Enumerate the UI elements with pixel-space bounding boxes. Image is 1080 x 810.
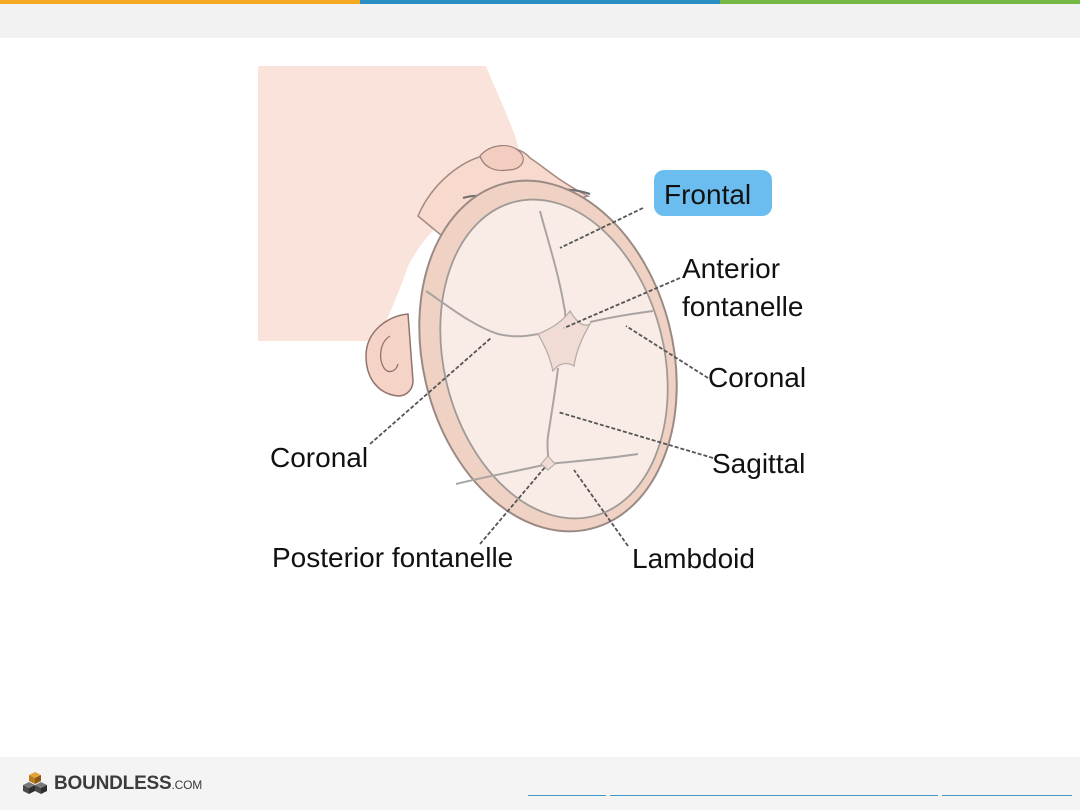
label-sagittal: Sagittal xyxy=(712,448,805,479)
accent-stripe-blue xyxy=(360,0,720,4)
leader-posterior-fontanelle xyxy=(479,465,547,545)
lambdoid-suture-right xyxy=(547,453,639,465)
leader-lambdoid xyxy=(573,469,629,547)
diagram-svg: Frontal Anterior fontanelle Coronal Coro… xyxy=(258,66,806,574)
label-coronal-right: Coronal xyxy=(708,362,806,393)
footer-divider-1 xyxy=(528,795,606,796)
footer: BOUNDLESS.COM xyxy=(0,757,1080,810)
nose xyxy=(479,145,524,172)
brand-name: BOUNDLESS.COM xyxy=(54,773,203,794)
accent-stripe-green xyxy=(720,0,1080,4)
label-posterior-fontanelle: Posterior fontanelle xyxy=(272,542,513,573)
posterior-fontanelle xyxy=(540,455,556,471)
skin-background xyxy=(258,66,520,341)
leader-anterior-fontanelle xyxy=(563,277,681,329)
label-anterior: Anterior xyxy=(682,253,780,284)
label-fontanelle: fontanelle xyxy=(682,291,803,322)
footer-divider-2 xyxy=(610,795,938,796)
skull-sutures-diagram: Frontal Anterior fontanelle Coronal Coro… xyxy=(258,66,830,586)
ear-inner xyxy=(379,335,399,373)
cube-stack-icon xyxy=(23,772,47,794)
label-frontal: Frontal xyxy=(664,179,751,210)
leader-coronal-right xyxy=(625,325,709,379)
brand-suffix: .COM xyxy=(171,778,203,792)
leader-frontal xyxy=(559,207,644,249)
coronal-suture-right xyxy=(589,310,654,323)
label-coronal-left: Coronal xyxy=(270,442,368,473)
leader-sagittal xyxy=(557,411,714,459)
coronal-suture-left xyxy=(425,290,539,338)
leader-coronal-left xyxy=(369,337,492,445)
top-bar xyxy=(0,0,1080,38)
boundless-logo[interactable]: BOUNDLESS.COM xyxy=(22,771,202,797)
anterior-fontanelle xyxy=(537,309,592,373)
lambdoid-suture-left xyxy=(455,463,549,485)
accent-stripe-orange xyxy=(0,0,360,4)
label-lambdoid: Lambdoid xyxy=(632,543,755,574)
frontal-label-highlight xyxy=(654,170,772,216)
ear xyxy=(365,313,414,397)
footer-divider-3 xyxy=(942,795,1072,796)
